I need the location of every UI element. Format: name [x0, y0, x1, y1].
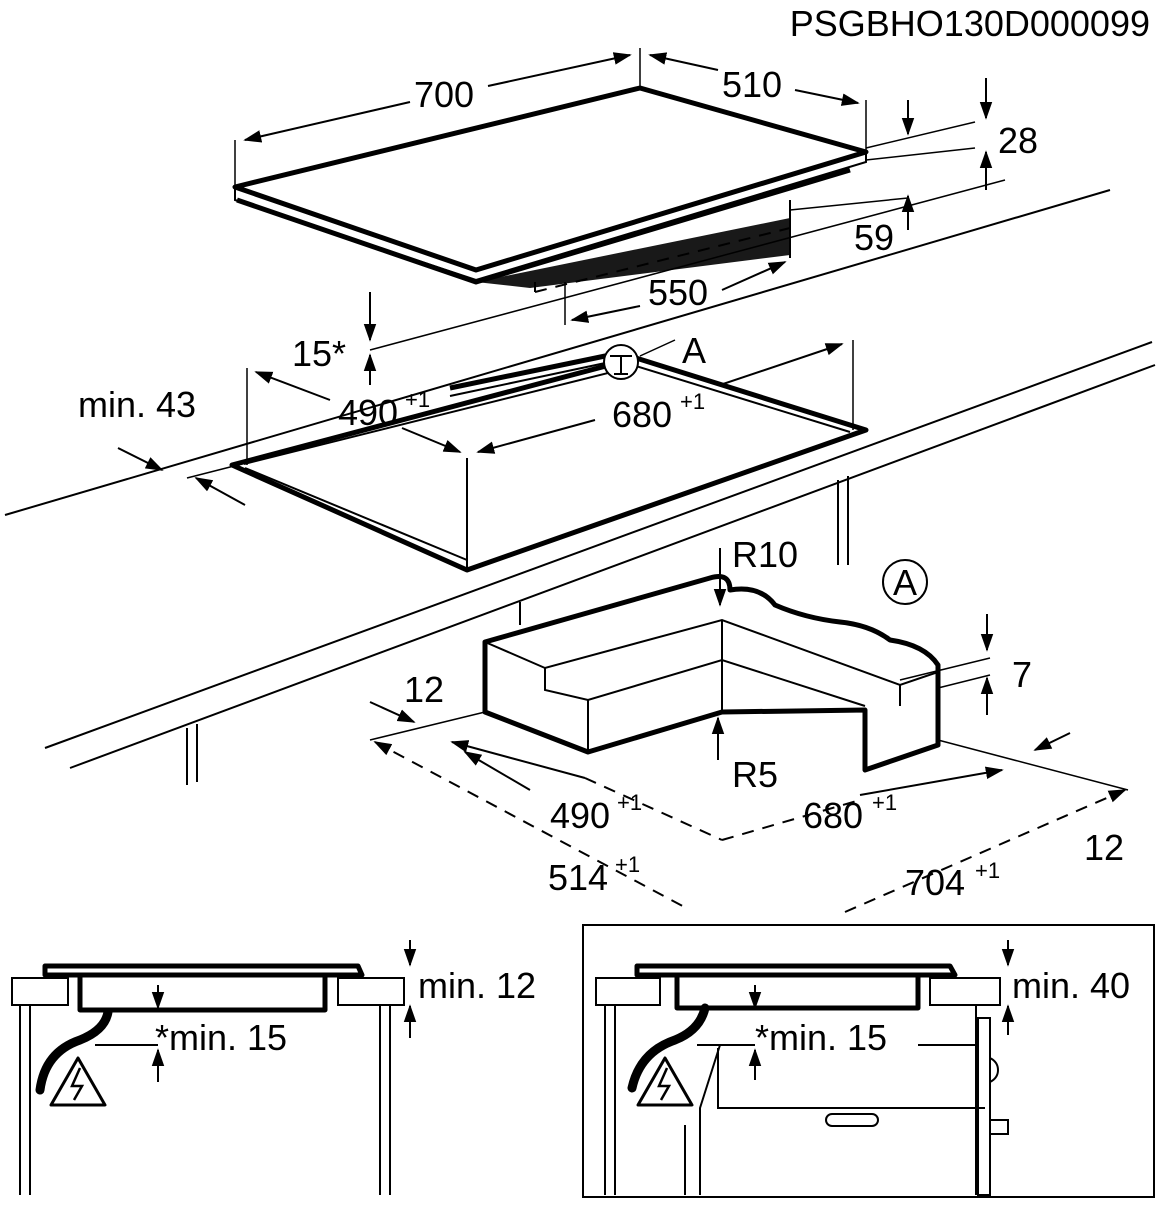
svg-text:A: A	[682, 330, 706, 371]
dimension-detail-490: 490 +1	[450, 740, 723, 841]
svg-text:min. 43: min. 43	[78, 384, 196, 425]
hob-drawing	[232, 48, 976, 325]
svg-text:510: 510	[722, 64, 782, 105]
svg-text:min. 12: min. 12	[418, 965, 536, 1006]
detail-a-drawing: A	[482, 559, 941, 773]
dimension-detail-680: 680 +1	[721, 766, 1004, 841]
svg-text:R5: R5	[732, 754, 778, 795]
svg-text:15*: 15*	[292, 333, 346, 374]
svg-text:+1: +1	[615, 852, 640, 877]
electric-warning-icon-right	[636, 1056, 694, 1107]
dimension-min43: min. 43	[78, 384, 246, 506]
svg-text:680: 680	[612, 394, 672, 435]
dimension-700: 700	[243, 52, 632, 143]
label-r5: R5	[711, 716, 778, 795]
svg-text:28: 28	[998, 120, 1038, 161]
dimension-15: 15*	[292, 179, 1006, 385]
dimension-550: 550	[570, 261, 787, 323]
dimension-59: 59	[854, 194, 915, 258]
svg-text:7: 7	[1012, 654, 1032, 695]
svg-text:min. 40: min. 40	[1012, 965, 1130, 1006]
detail-marker-symbol: A	[603, 330, 706, 380]
svg-text:R10: R10	[732, 534, 798, 575]
dimension-detail-704: 704 +1	[844, 789, 1127, 913]
dimension-detail-12-right: 12	[937, 732, 1129, 868]
svg-text:704: 704	[905, 862, 965, 903]
svg-text:490: 490	[550, 795, 610, 836]
svg-text:59: 59	[854, 217, 894, 258]
electric-warning-icon	[49, 1056, 107, 1107]
dimension-28: 28	[901, 78, 1038, 190]
dimension-510: 510	[648, 52, 860, 106]
install-section-right: min. 40 *min. 15	[582, 924, 1155, 1198]
svg-text:700: 700	[414, 74, 474, 115]
svg-text:+1: +1	[872, 790, 897, 815]
svg-text:+1: +1	[680, 389, 705, 414]
label-r10: R10	[713, 534, 798, 607]
svg-text:550: 550	[648, 272, 708, 313]
svg-text:12: 12	[404, 669, 444, 710]
svg-text:490: 490	[338, 392, 398, 433]
document-code: PSGBHO130D000099	[790, 3, 1150, 44]
svg-text:*min. 15: *min. 15	[755, 1017, 887, 1058]
dimension-detail-514: 514 +1	[373, 741, 691, 911]
svg-text:+1: +1	[975, 858, 1000, 883]
svg-text:A: A	[893, 562, 917, 603]
svg-text:+1: +1	[405, 387, 430, 412]
dimension-detail-12-left: 12	[369, 669, 486, 741]
worktop	[4, 189, 1156, 785]
svg-text:680: 680	[803, 795, 863, 836]
dimension-cutout-490: 490 +1	[254, 371, 462, 453]
install-section-left: min. 12 *min. 15	[11, 940, 536, 1195]
svg-text:12: 12	[1084, 827, 1124, 868]
dimension-7: 7	[899, 614, 1032, 715]
svg-text:+1: +1	[617, 790, 642, 815]
svg-text:*min. 15: *min. 15	[155, 1017, 287, 1058]
dimension-cutout-680: 680 +1	[476, 343, 844, 454]
svg-text:514: 514	[548, 857, 608, 898]
